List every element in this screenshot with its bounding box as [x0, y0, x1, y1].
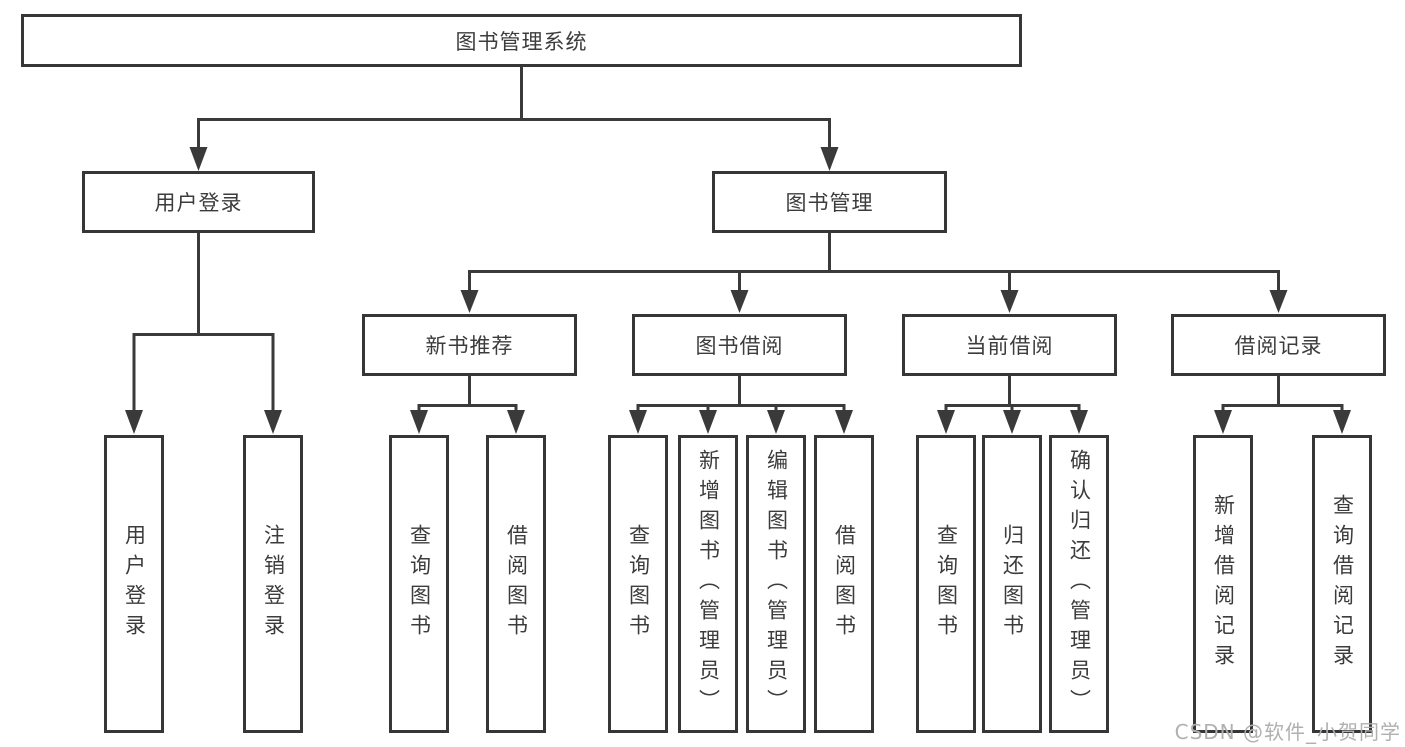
csdn-watermark: CSDN @软件_小贺同学 [1174, 720, 1401, 744]
arrowhead [1269, 290, 1288, 313]
arrowhead [507, 410, 525, 434]
node-label: 用户登录 [122, 524, 147, 644]
arrowhead [1000, 290, 1019, 313]
arrowhead [1003, 410, 1021, 434]
leaf-query-books-2: 查询图书 [608, 435, 668, 733]
node-label: 图书管理 [785, 191, 874, 215]
node-label: 用户登录 [154, 191, 243, 215]
node-label: 新书推荐 [425, 334, 514, 358]
node-label: 确认归还（管理员） [1067, 449, 1092, 719]
leaf-logout-login: 注销登录 [243, 435, 303, 733]
node-borrowing-records: 借阅记录 [1171, 314, 1386, 376]
node-new-book-recommendation: 新书推荐 [362, 314, 577, 376]
arrowhead [1214, 410, 1232, 434]
leaf-borrow-books-2: 借阅图书 [814, 435, 874, 733]
arrowhead [629, 410, 647, 434]
arrowhead [264, 410, 282, 434]
node-current-borrowing: 当前借阅 [902, 314, 1117, 376]
node-label: 注销登录 [261, 524, 286, 644]
node-label: 新增图书（管理员） [696, 449, 721, 719]
leaf-user-login: 用户登录 [104, 435, 164, 733]
arrowhead [189, 147, 208, 171]
arrowhead [937, 410, 955, 434]
arrowhead [410, 410, 428, 434]
leaf-add-borrow-record: 新增借阅记录 [1193, 435, 1253, 733]
node-label: 查询借阅记录 [1330, 494, 1355, 674]
node-book-management: 图书管理 [712, 171, 947, 233]
arrowhead [730, 290, 749, 313]
leaf-query-borrow-record: 查询借阅记录 [1312, 435, 1372, 733]
node-book-borrowing: 图书借阅 [632, 314, 847, 376]
leaf-query-books-3: 查询图书 [916, 435, 976, 733]
node-label: 新增借阅记录 [1211, 494, 1236, 674]
node-library-management-system: 图书管理系统 [21, 14, 1022, 67]
leaf-add-books-admin: 新增图书（管理员） [678, 435, 738, 733]
arrowhead [820, 147, 839, 171]
arrowhead [1070, 410, 1088, 434]
node-label: 借阅图书 [504, 524, 529, 644]
node-label: 查询图书 [934, 524, 959, 644]
node-label: 借阅记录 [1234, 334, 1323, 358]
node-label: 图书管理系统 [455, 29, 588, 54]
arrowhead [460, 290, 479, 313]
node-label: 图书借阅 [695, 334, 784, 358]
node-label: 查询图书 [407, 524, 432, 644]
arrowhead [1333, 410, 1351, 434]
leaf-borrow-books-1: 借阅图书 [486, 435, 546, 733]
node-user-login: 用户登录 [82, 171, 315, 233]
leaf-confirm-return-admin: 确认归还（管理员） [1049, 435, 1109, 733]
arrowhead [835, 410, 853, 434]
node-label: 借阅图书 [832, 524, 857, 644]
node-label: 查询图书 [626, 524, 651, 644]
arrowhead [699, 410, 717, 434]
arrowhead [767, 410, 785, 434]
node-label: 当前借阅 [965, 334, 1054, 358]
leaf-edit-books-admin: 编辑图书（管理员） [746, 435, 806, 733]
node-label: 归还图书 [1000, 524, 1025, 644]
node-label: 编辑图书（管理员） [764, 449, 789, 719]
arrowhead [125, 410, 143, 434]
leaf-query-books-1: 查询图书 [389, 435, 449, 733]
leaf-return-books: 归还图书 [982, 435, 1042, 733]
